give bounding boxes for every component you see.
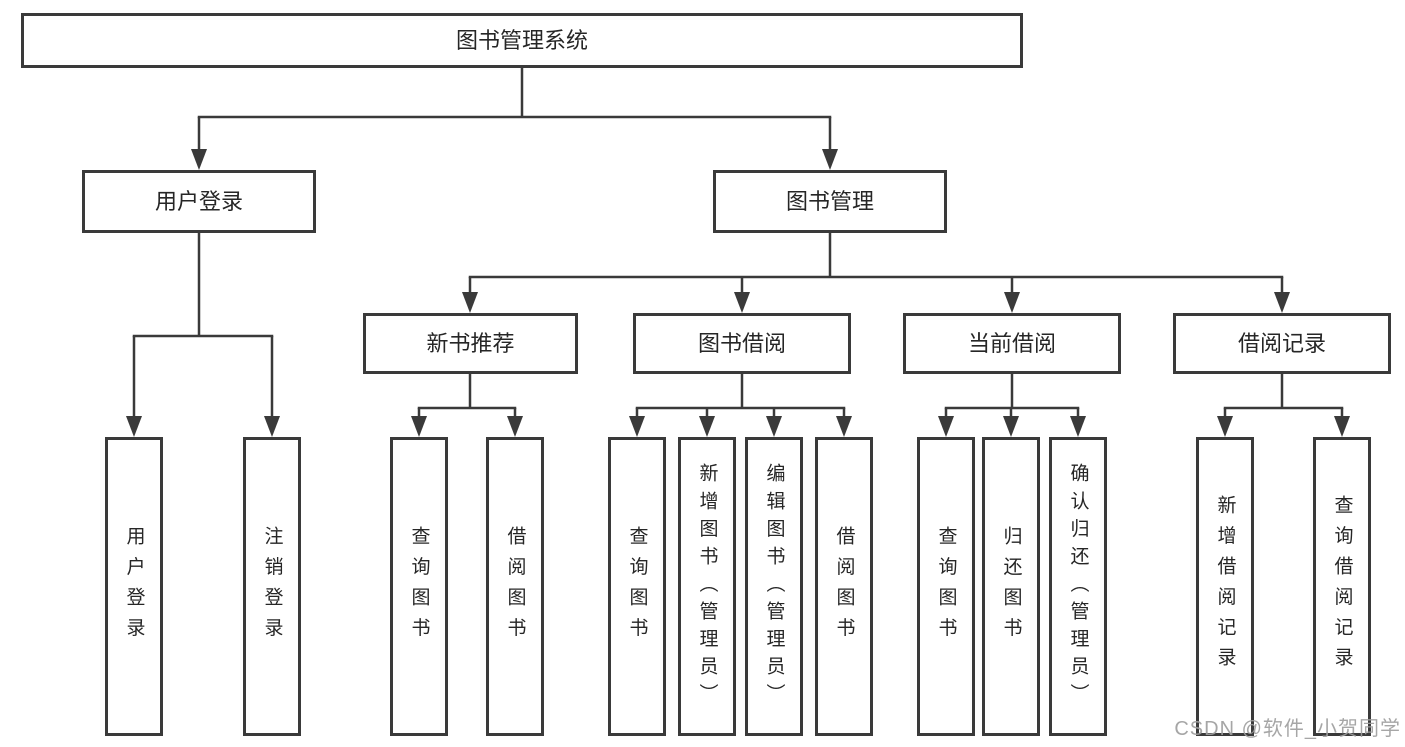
- node-label: 查询图书: [408, 525, 430, 648]
- node-label: 新书推荐: [426, 330, 515, 356]
- node-borrowing-records: 借阅记录: [1173, 313, 1391, 374]
- leaf-add-borrow-record: 新增借阅记录: [1196, 437, 1254, 736]
- leaf-query-books-borrowing: 查询图书: [608, 437, 666, 736]
- node-book-management: 图书管理: [713, 170, 947, 233]
- node-label: 新增图书（管理员）: [696, 462, 718, 711]
- node-label: 查询借阅记录: [1331, 495, 1353, 678]
- node-label: 编辑图书（管理员）: [763, 462, 785, 711]
- node-label: 图书管理: [785, 188, 874, 214]
- leaf-borrow-books-borrowing: 借阅图书: [815, 437, 873, 736]
- node-user-login: 用户登录: [82, 170, 316, 233]
- csdn-watermark: CSDN @软件_小贺同学: [1174, 718, 1401, 740]
- node-label: 注销登录: [261, 525, 283, 648]
- leaf-return-books: 归还图书: [982, 437, 1040, 736]
- node-label: 借阅图书: [833, 525, 855, 648]
- node-label: 图书管理系统: [455, 27, 588, 53]
- node-label: 新增借阅记录: [1214, 495, 1236, 678]
- leaf-user-login: 用户登录: [105, 437, 163, 736]
- node-new-book-recommendation: 新书推荐: [363, 313, 578, 374]
- node-label: 图书借阅: [697, 330, 786, 356]
- leaf-query-books-recommend: 查询图书: [390, 437, 448, 736]
- leaf-query-borrow-record: 查询借阅记录: [1313, 437, 1371, 736]
- node-current-borrowing: 当前借阅: [903, 313, 1121, 374]
- node-label: 确认归还（管理员）: [1067, 462, 1089, 711]
- node-label: 用户登录: [154, 188, 243, 214]
- node-label: 借阅记录: [1237, 330, 1326, 356]
- node-label: 当前借阅: [967, 330, 1056, 356]
- node-label: 查询图书: [626, 525, 648, 648]
- node-label: 归还图书: [1000, 525, 1022, 648]
- node-label: 用户登录: [123, 525, 145, 648]
- node-book-borrowing: 图书借阅: [633, 313, 851, 374]
- node-label: 查询图书: [935, 525, 957, 648]
- leaf-confirm-return-admin: 确认归还（管理员）: [1049, 437, 1107, 736]
- leaf-query-books-current: 查询图书: [917, 437, 975, 736]
- node-label: 借阅图书: [504, 525, 526, 648]
- leaf-borrow-books-recommend: 借阅图书: [486, 437, 544, 736]
- leaf-add-books-admin: 新增图书（管理员）: [678, 437, 736, 736]
- node-library-management-system: 图书管理系统: [21, 13, 1023, 68]
- leaf-edit-books-admin: 编辑图书（管理员）: [745, 437, 803, 736]
- leaf-logout-login: 注销登录: [243, 437, 301, 736]
